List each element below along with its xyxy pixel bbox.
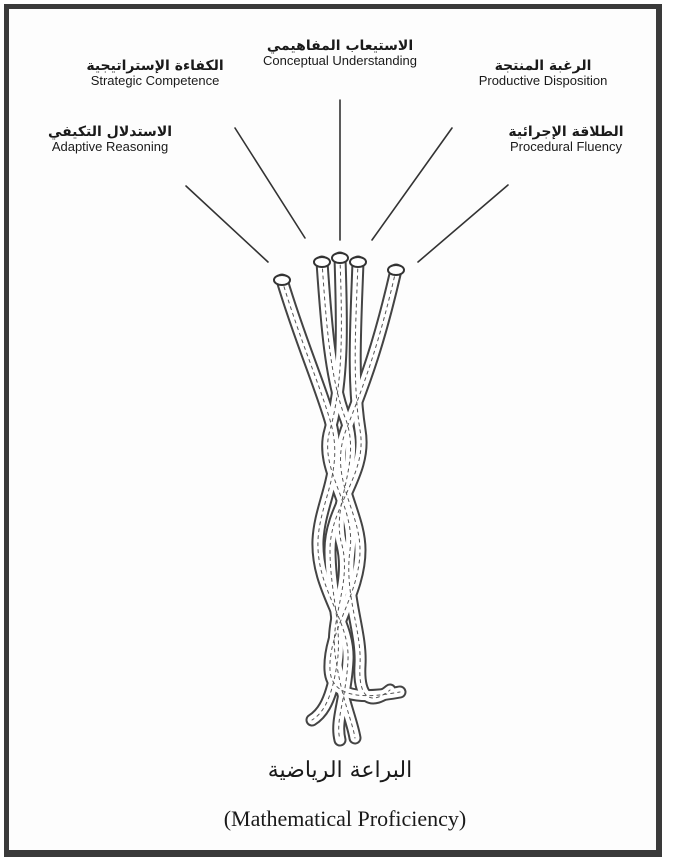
pointer-line-strategic — [235, 128, 305, 238]
label-strategic-en: Strategic Competence — [60, 74, 250, 89]
label-adaptive-en: Adaptive Reasoning — [20, 140, 200, 155]
label-strategic-ar: الكفاءة الإستراتيجية — [60, 58, 250, 74]
pointer-line-productive — [372, 128, 452, 240]
label-conceptual-ar: الاستيعاب المفاهيمي — [240, 38, 440, 54]
diagram-title-ar: البراعة الرياضية — [220, 758, 460, 783]
pointer-line-adaptive — [186, 186, 268, 262]
label-conceptual-en: Conceptual Understanding — [240, 54, 440, 69]
label-strategic: الكفاءة الإستراتيجية Strategic Competenc… — [60, 58, 250, 89]
label-conceptual: الاستيعاب المفاهيمي Conceptual Understan… — [240, 38, 440, 69]
label-procedural-en: Procedural Fluency — [476, 140, 656, 155]
rope-strands — [282, 258, 400, 740]
label-productive: الرغبة المنتجة Productive Disposition — [448, 58, 638, 89]
diagram-title-en: (Mathematical Proficiency) — [200, 806, 490, 831]
label-productive-en: Productive Disposition — [448, 74, 638, 89]
label-adaptive: الاستدلال التكيفي Adaptive Reasoning — [20, 124, 200, 155]
pointer-line-procedural — [418, 185, 508, 262]
label-procedural: الطلاقة الإجرائية Procedural Fluency — [476, 124, 656, 155]
label-procedural-ar: الطلاقة الإجرائية — [476, 124, 656, 140]
label-productive-ar: الرغبة المنتجة — [448, 58, 638, 74]
label-adaptive-ar: الاستدلال التكيفي — [20, 124, 200, 140]
